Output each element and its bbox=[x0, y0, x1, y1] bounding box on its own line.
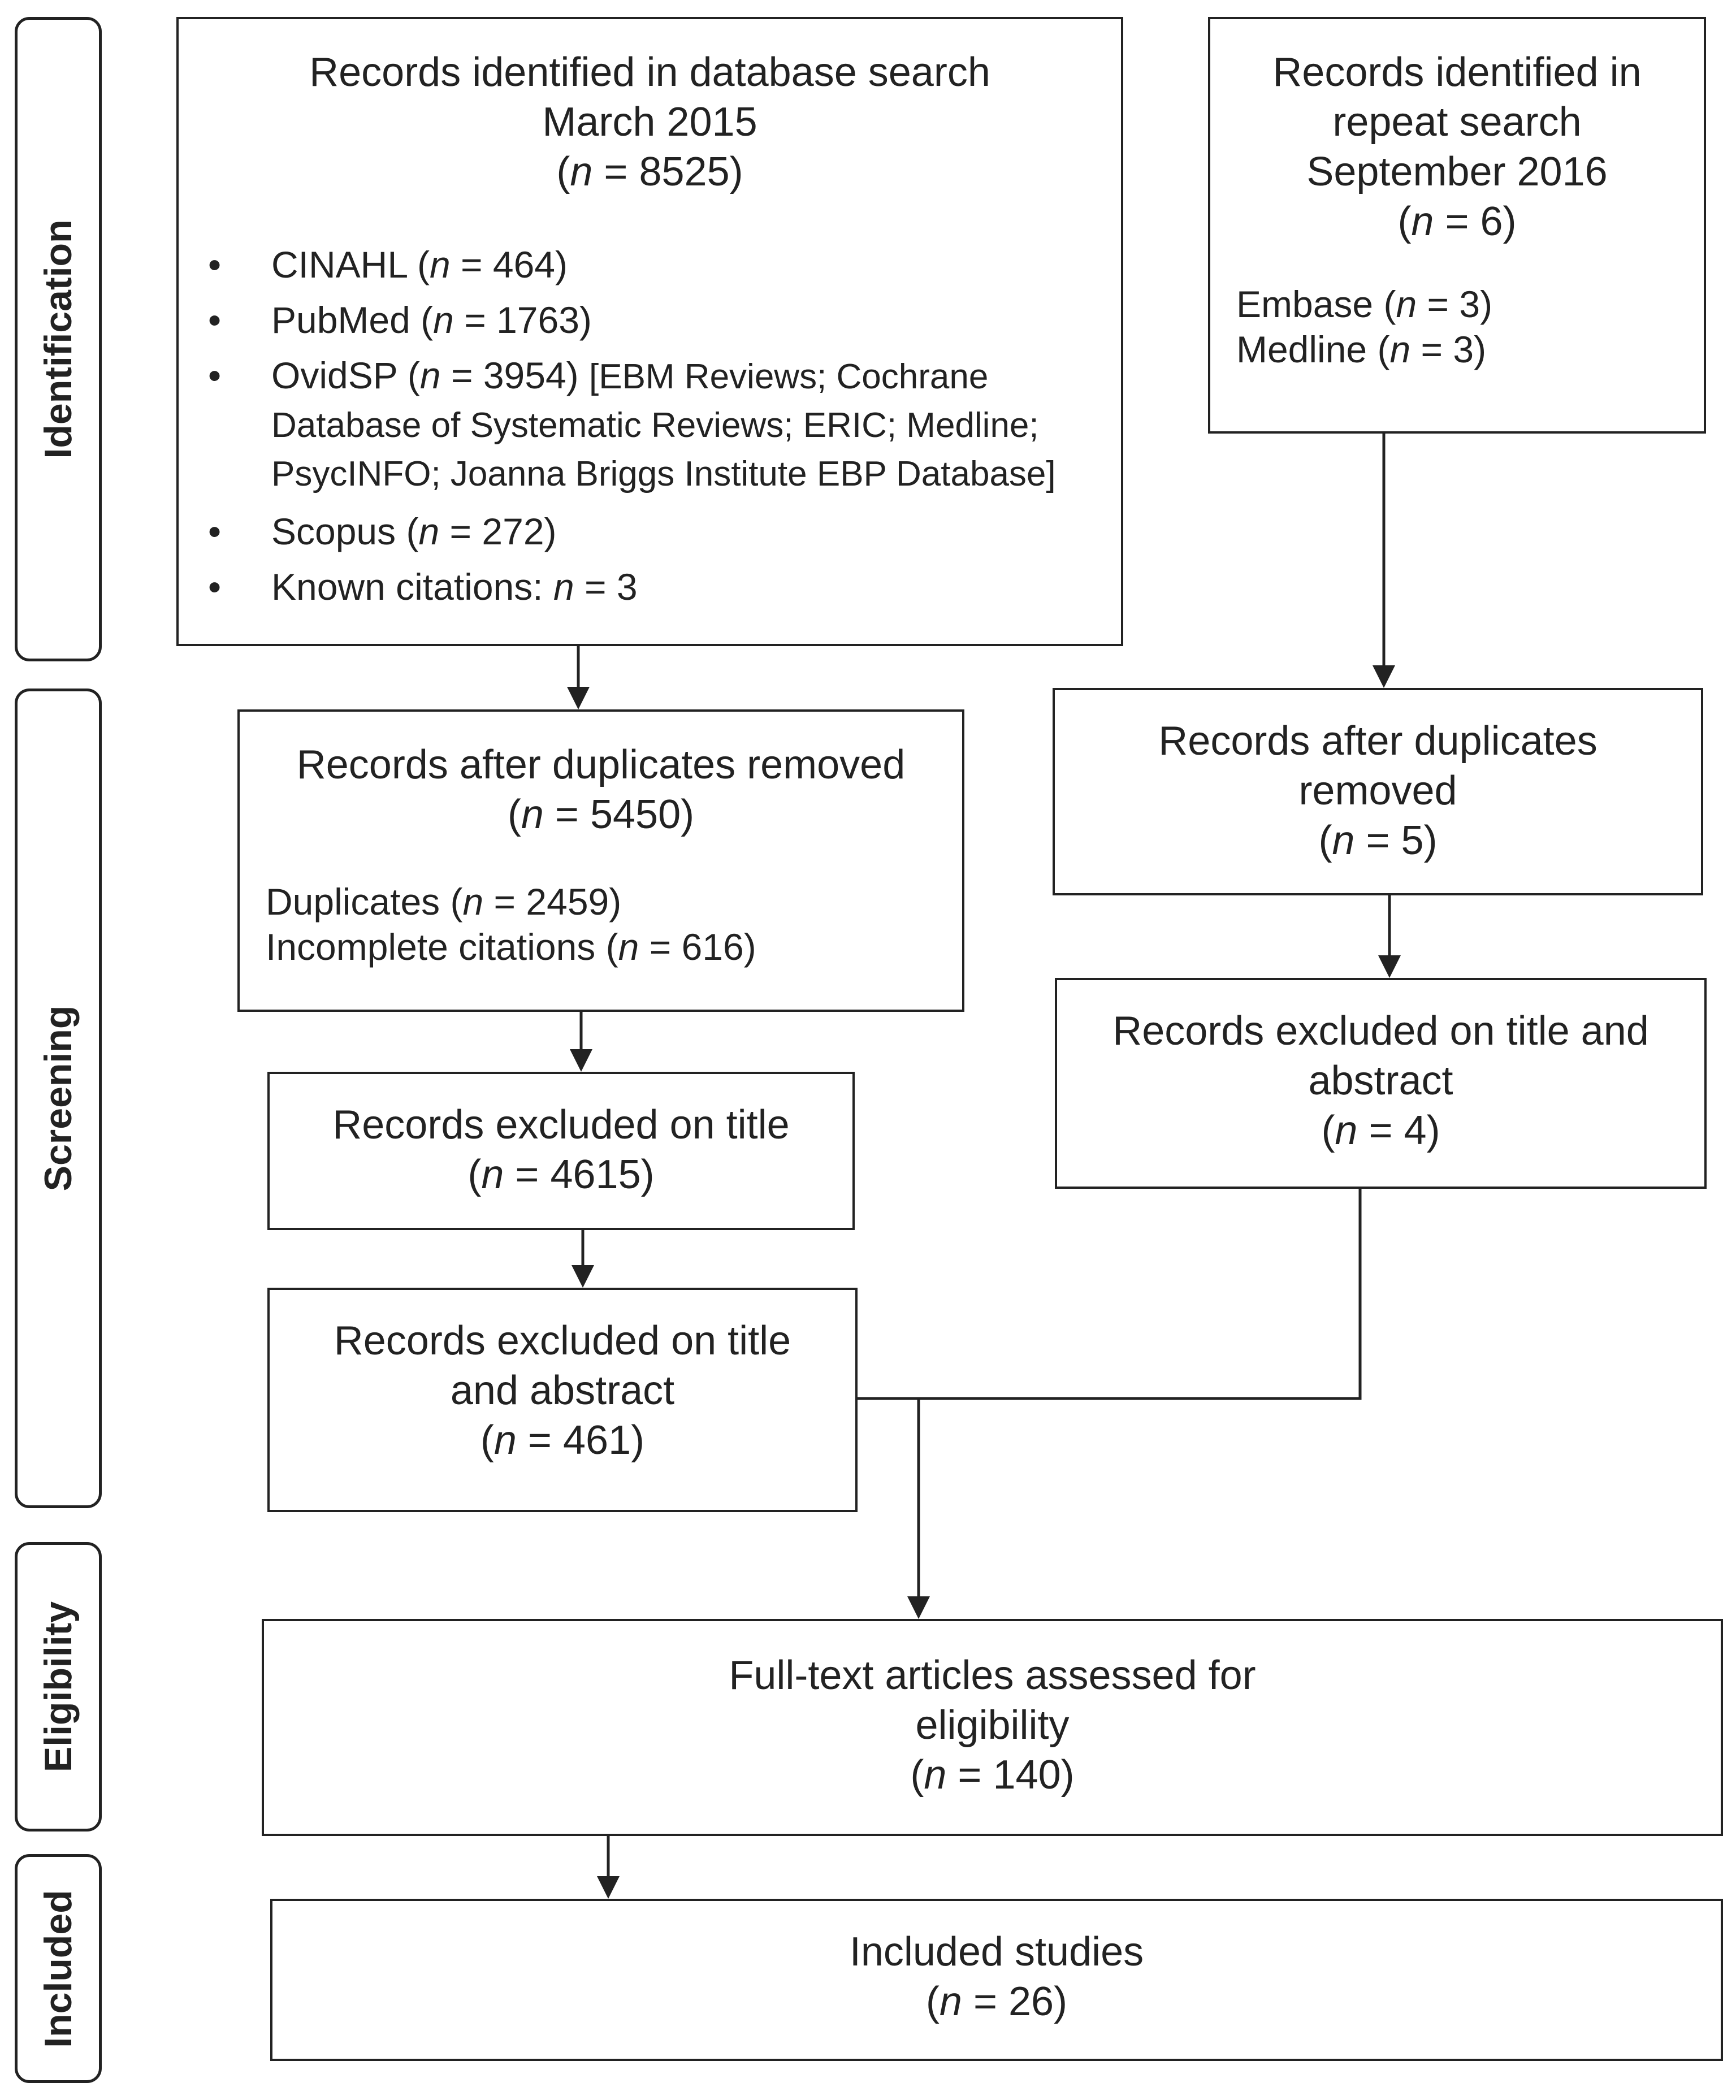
box-dedup-right: Records after duplicates removed (n = 5) bbox=[1053, 688, 1703, 895]
box-database-search: Records identified in database search Ma… bbox=[176, 17, 1123, 646]
arrow-db-to-dedup-head bbox=[567, 687, 590, 709]
arrow-excl-title-to-excl-abstract-head bbox=[572, 1265, 594, 1288]
phase-included: Included bbox=[15, 1854, 102, 2083]
db-source-list: CINAHL (n = 464) PubMed (n = 1763) OvidS… bbox=[179, 242, 1121, 609]
box-included-studies: Included studies (n = 26) bbox=[270, 1899, 1723, 2061]
box-dedup-left: Records after duplicates removed (n = 54… bbox=[237, 709, 964, 1012]
excl-title-count: (n = 4615) bbox=[467, 1152, 655, 1197]
db-source-ovidsp-detail-3: PsycINFO; Joanna Briggs Institute EBP Da… bbox=[271, 454, 1056, 493]
repeat-search-title-line2: repeat search bbox=[1332, 99, 1582, 145]
box-fulltext-eligibility: Full-text articles assessed for eligibil… bbox=[262, 1619, 1723, 1836]
dedup-right-title-line1: Records after duplicates bbox=[1158, 718, 1598, 764]
excl-abstract-right-count: (n = 4) bbox=[1321, 1108, 1440, 1153]
fulltext-title-line1: Full-text articles assessed for bbox=[729, 1653, 1256, 1698]
db-source-cinahl: CINAHL (n = 464) bbox=[179, 242, 1121, 287]
arrow-dedup-left-to-excl-title-head bbox=[570, 1049, 592, 1072]
arrow-dedup-right-to-excl-abstract-head bbox=[1378, 955, 1401, 978]
phase-screening: Screening bbox=[15, 689, 102, 1508]
included-title: Included studies bbox=[849, 1929, 1144, 1975]
db-search-count: (n = 8525) bbox=[556, 149, 743, 194]
box-excluded-abstract-left: Records excluded on title and abstract (… bbox=[267, 1288, 858, 1512]
db-source-known-citations: Known citations: n = 3 bbox=[179, 564, 1121, 609]
dedup-right-count: (n = 5) bbox=[1318, 818, 1438, 863]
excl-abstract-left-title-line1: Records excluded on title bbox=[334, 1318, 791, 1363]
db-search-title-line1: Records identified in database search bbox=[309, 50, 990, 95]
excl-abstract-left-count: (n = 461) bbox=[480, 1418, 645, 1463]
box-repeat-search: Records identified in repeat search Sept… bbox=[1208, 17, 1706, 434]
dedup-left-title: Records after duplicates removed bbox=[296, 742, 906, 787]
phase-eligibility: Eligibility bbox=[15, 1542, 102, 1831]
excl-abstract-right-title-line1: Records excluded on title and bbox=[1112, 1008, 1649, 1054]
arrow-merge-to-fulltext-head bbox=[907, 1596, 930, 1619]
phase-identification: Identification bbox=[15, 17, 102, 661]
db-source-pubmed: PubMed (n = 1763) bbox=[179, 297, 1121, 343]
fulltext-title-line2: eligibility bbox=[915, 1703, 1070, 1748]
dedup-right-title-line2: removed bbox=[1298, 768, 1457, 813]
included-count: (n = 26) bbox=[925, 1979, 1068, 2024]
dedup-left-duplicates: Duplicates (n = 2459) bbox=[266, 881, 622, 923]
arrow-repeat-to-dedup-head bbox=[1373, 665, 1395, 688]
repeat-source-medline: Medline (n = 3) bbox=[1236, 328, 1487, 370]
dedup-left-count: (n = 5450) bbox=[507, 792, 695, 837]
repeat-search-title-line3: September 2016 bbox=[1306, 149, 1608, 194]
box-excluded-title: Records excluded on title (n = 4615) bbox=[267, 1072, 855, 1230]
dedup-left-incomplete: Incomplete citations (n = 616) bbox=[266, 926, 756, 968]
db-source-scopus: Scopus (n = 272) bbox=[179, 509, 1121, 554]
repeat-source-embase: Embase (n = 3) bbox=[1236, 283, 1493, 325]
db-source-ovidsp: OvidSP (n = 3954) [EBM Reviews; Cochrane… bbox=[179, 353, 1121, 499]
excl-abstract-right-title-line2: abstract bbox=[1308, 1058, 1453, 1103]
fulltext-count: (n = 140) bbox=[910, 1752, 1075, 1798]
excl-abstract-left-title-line2: and abstract bbox=[450, 1368, 675, 1413]
repeat-search-count: (n = 6) bbox=[1397, 199, 1517, 244]
db-source-ovidsp-detail-2: Database of Systematic Reviews; ERIC; Me… bbox=[271, 406, 1039, 445]
repeat-search-title-line1: Records identified in bbox=[1272, 50, 1642, 95]
excl-title-title: Records excluded on title bbox=[332, 1102, 790, 1148]
connector-right-merge bbox=[858, 1189, 1362, 1400]
box-excluded-abstract-right: Records excluded on title and abstract (… bbox=[1055, 978, 1707, 1189]
db-search-title-line2: March 2015 bbox=[542, 99, 757, 145]
arrow-fulltext-to-included-head bbox=[597, 1876, 620, 1899]
